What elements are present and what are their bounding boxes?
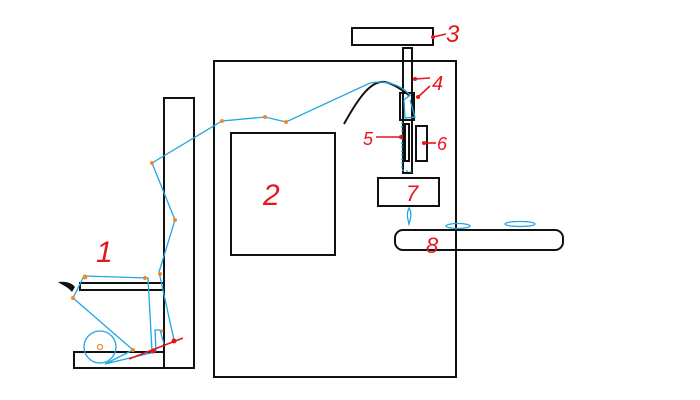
node [131,348,135,352]
belt-upper [151,81,416,341]
vertical-column [163,97,195,369]
arrow-head [399,135,403,139]
pulley [83,330,117,364]
label-1: 1 [96,236,113,269]
arrow-head [431,35,435,39]
label-2: 2 [262,179,280,212]
node [220,119,224,123]
item-on-conveyor [504,220,536,228]
arrow-3 [432,33,447,38]
node [160,329,164,333]
label-4: 4 [432,73,443,95]
nozzle-icon [58,281,75,292]
box-7 [377,177,440,207]
red-node [171,338,177,344]
node [143,276,147,280]
conveyor-8 [394,229,564,251]
label-5: 5 [363,129,374,149]
label-6: 6 [437,134,448,154]
arrow-4a [414,77,431,80]
drop [406,206,412,227]
inner-block-2 [230,132,336,256]
base-plate [73,351,165,369]
pulley-center [96,343,104,351]
node [158,272,162,276]
item-on-conveyor [445,222,471,230]
node [150,161,154,165]
main-frame [213,60,457,378]
arrow-4b [417,85,431,98]
node [82,274,88,280]
rod-4 [402,47,413,174]
arrow-head [416,95,420,99]
node [284,120,288,124]
label-7: 7 [406,181,419,206]
arrow-head [413,77,417,81]
node [173,218,177,222]
label-8: 8 [426,233,439,258]
slot-5 [404,123,410,162]
node [71,296,75,300]
arrow-head [422,141,426,145]
label-3: 3 [446,21,460,48]
top-box-3 [351,27,434,46]
node [263,115,267,119]
red-node [150,348,156,354]
shelf [79,282,165,291]
